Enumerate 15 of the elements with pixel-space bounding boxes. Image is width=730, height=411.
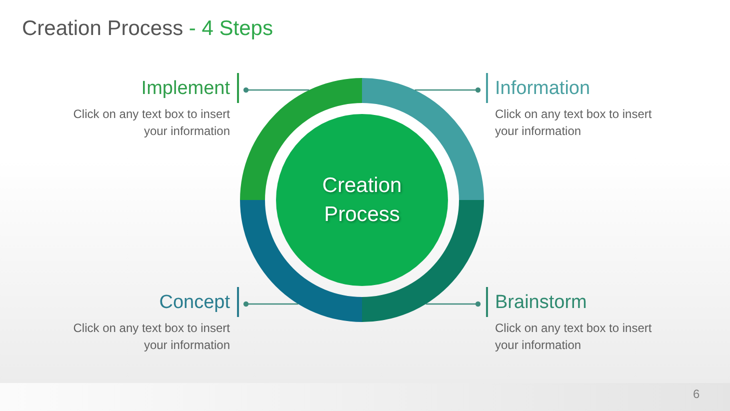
step-heading: Information xyxy=(495,77,590,101)
step-heading: Brainstorm xyxy=(495,291,587,315)
leader-line xyxy=(426,301,481,307)
step-heading: Concept xyxy=(159,291,230,315)
step-description: Click on any text box to insert your information xyxy=(495,106,653,140)
leader-line xyxy=(414,87,481,93)
step-heading: Implement xyxy=(141,77,230,101)
page-number: 6 xyxy=(693,386,700,402)
circle-label: Creation Process xyxy=(321,173,403,228)
leader-line xyxy=(243,301,298,307)
leader-line xyxy=(243,87,310,93)
step-description: Click on any text box to insert your information xyxy=(495,320,653,354)
step-description: Click on any text box to insert your information xyxy=(72,320,230,354)
step-description: Click on any text box to insert your information xyxy=(72,106,230,140)
slide-title: Creation Process - 4 Steps xyxy=(22,16,273,42)
